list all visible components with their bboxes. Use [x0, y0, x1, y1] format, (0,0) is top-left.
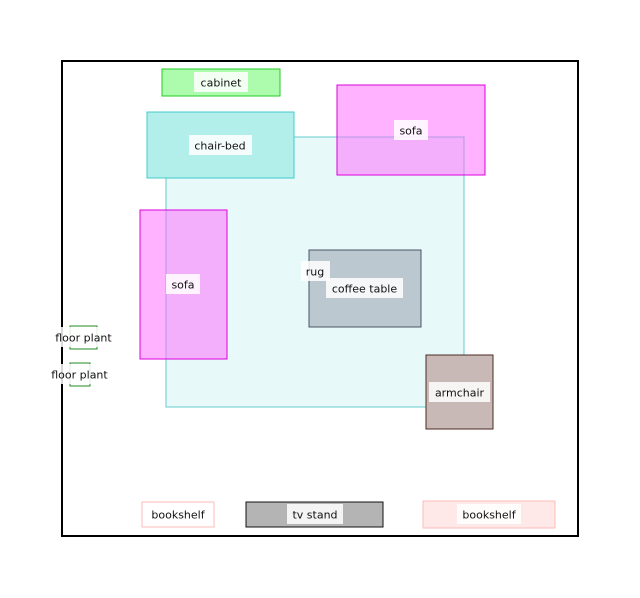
label-floor-plant-2-bg: [50, 364, 109, 384]
label-armchair: armchair: [429, 382, 490, 402]
label-rug-text: rug: [306, 266, 324, 279]
label-cabinet-text: cabinet: [201, 77, 243, 90]
label-rug: rug: [301, 261, 330, 281]
label-tv-stand-bg: [287, 504, 343, 524]
label-sofa-left-text: sofa: [171, 279, 194, 292]
label-armchair-text: armchair: [435, 387, 485, 400]
label-sofa-top: sofa: [394, 120, 428, 140]
label-floor-plant-2: floor plant: [50, 364, 109, 384]
label-bookshelf-left-bg: [147, 504, 209, 524]
label-cabinet-bg: [194, 72, 248, 92]
label-cabinet: cabinet: [194, 72, 248, 92]
label-coffee-table: coffee table: [326, 278, 403, 298]
label-chair-bed-text: chair-bed: [194, 140, 245, 153]
label-coffee-table-text: coffee table: [332, 283, 397, 296]
label-chair-bed-bg: [189, 135, 252, 155]
label-bookshelf-right: bookshelf: [457, 504, 521, 524]
label-chair-bed: chair-bed: [189, 135, 252, 155]
label-bookshelf-left: bookshelf: [147, 504, 209, 524]
label-sofa-left-bg: [166, 274, 200, 294]
label-sofa-top-text: sofa: [399, 125, 422, 138]
label-floor-plant-2-text: floor plant: [51, 369, 108, 382]
label-armchair-bg: [429, 382, 490, 402]
label-bookshelf-right-bg: [457, 504, 521, 524]
label-sofa-left: sofa: [166, 274, 200, 294]
label-bookshelf-right-text: bookshelf: [462, 509, 516, 522]
label-rug-bg: [301, 261, 330, 281]
label-coffee-table-bg: [326, 278, 403, 298]
label-tv-stand-text: tv stand: [292, 509, 337, 522]
label-tv-stand: tv stand: [287, 504, 343, 524]
label-floor-plant-1: floor plant: [54, 327, 113, 347]
label-floor-plant-1-bg: [54, 327, 113, 347]
label-bookshelf-left-text: bookshelf: [151, 509, 205, 522]
label-floor-plant-1-text: floor plant: [55, 332, 112, 345]
label-sofa-top-bg: [394, 120, 428, 140]
